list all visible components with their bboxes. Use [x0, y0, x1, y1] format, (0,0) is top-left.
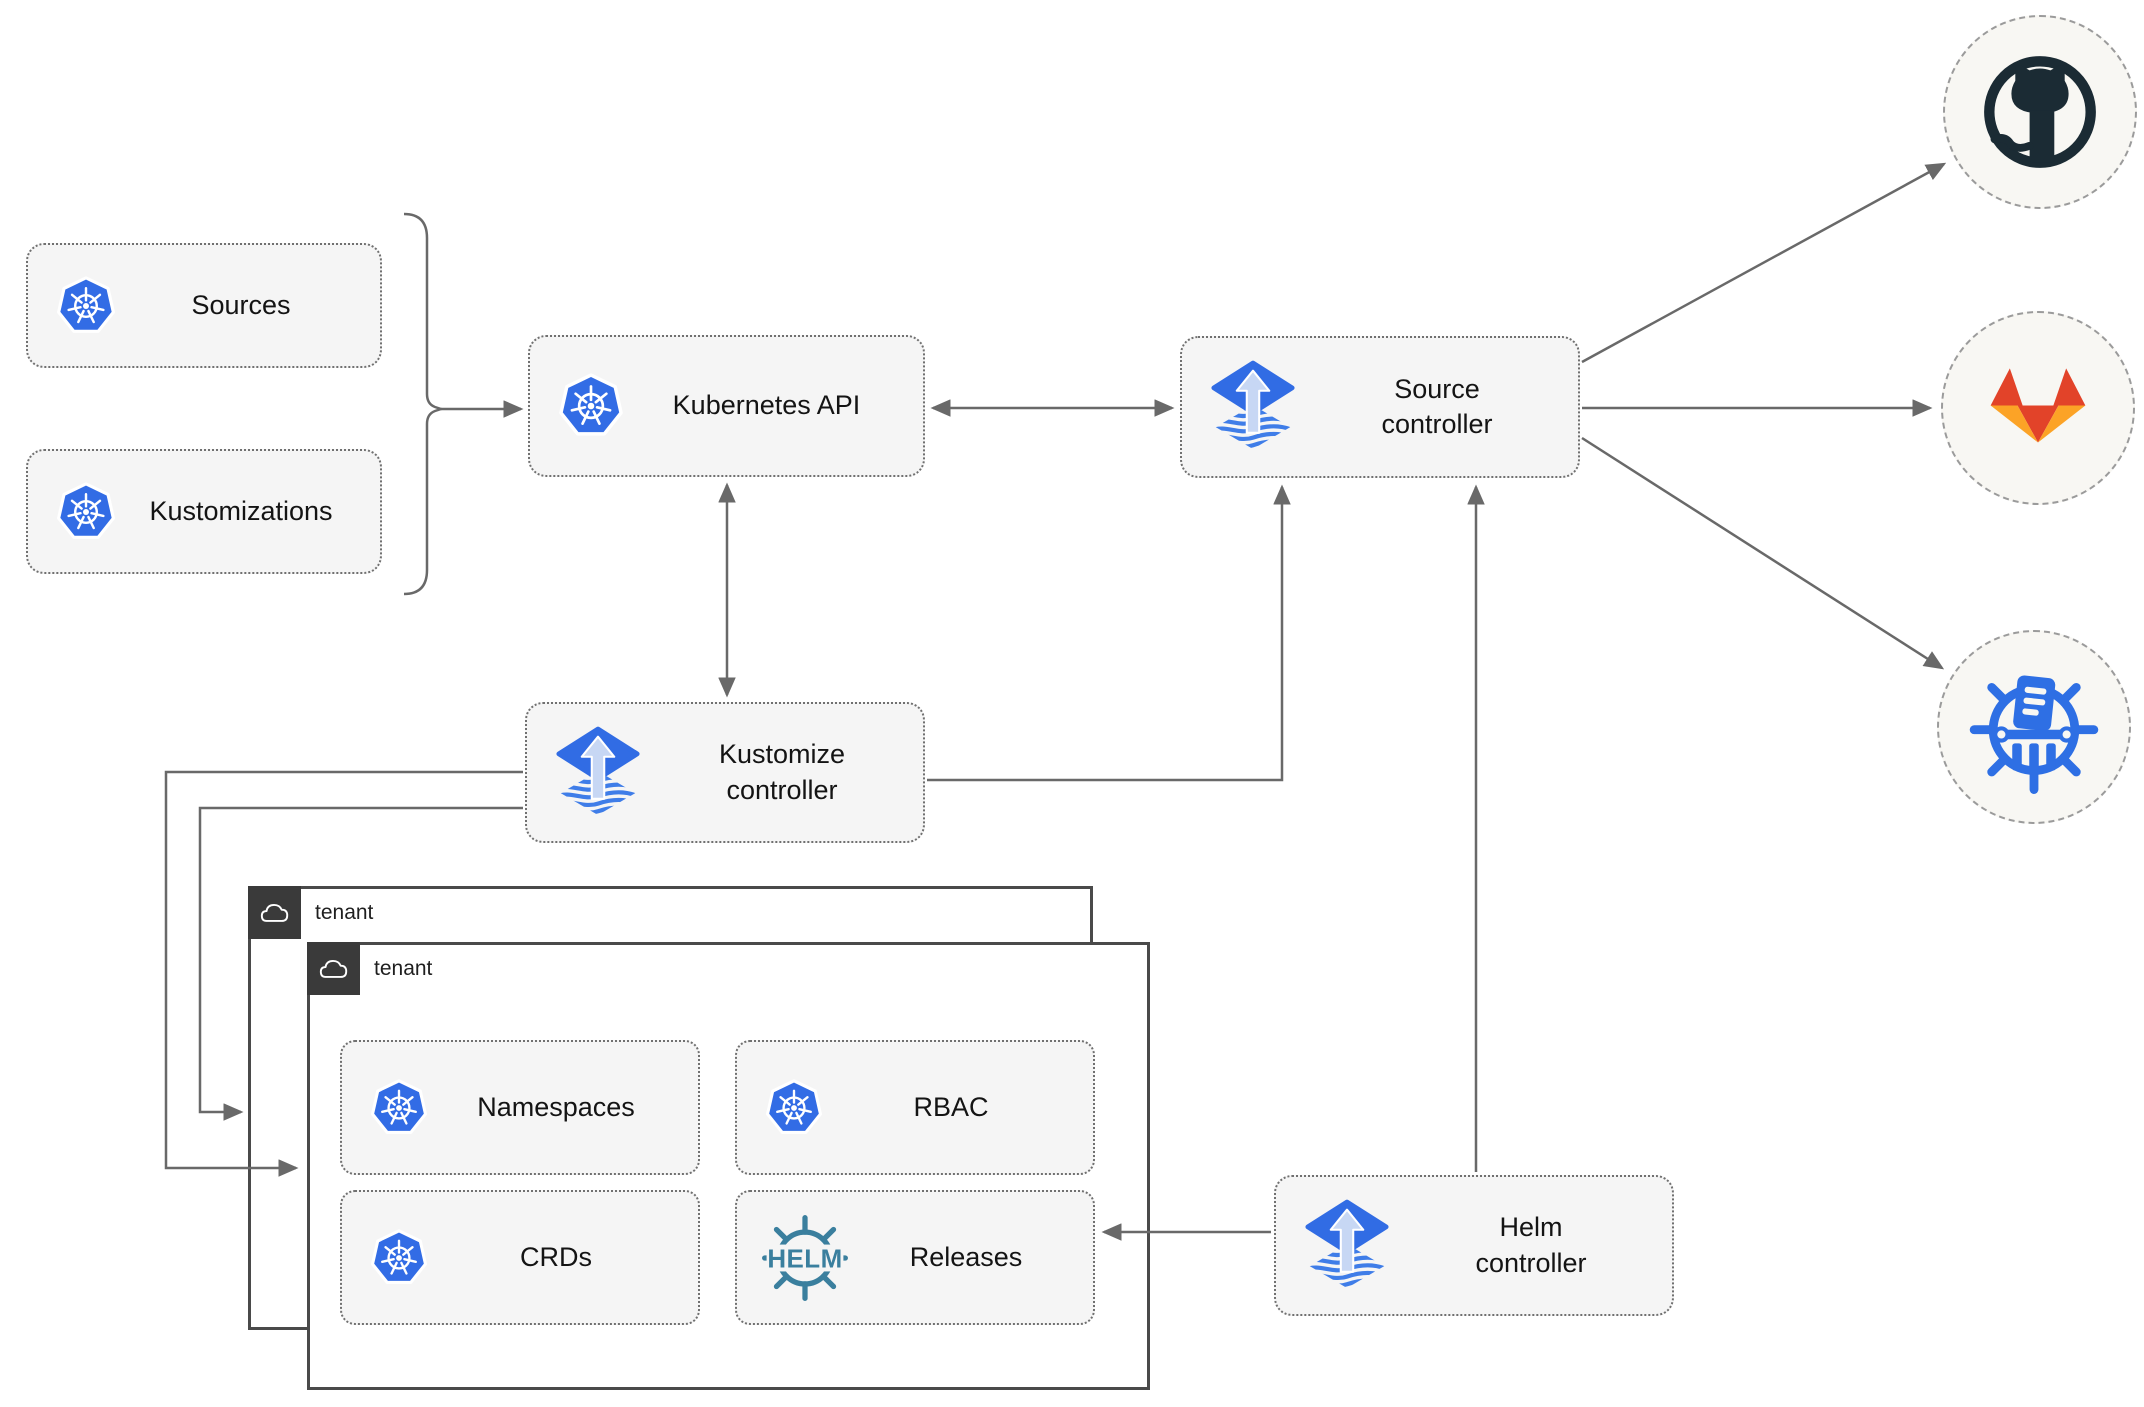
helm-icon: HELM: [762, 1214, 848, 1301]
kubernetes-icon: [765, 1078, 823, 1138]
sources-group-brace: [403, 212, 445, 596]
rbac-label: RBAC: [913, 1091, 989, 1122]
releases-node: HELM Releases: [735, 1190, 1095, 1325]
kustomizations-label: Kustomizations: [149, 495, 333, 526]
kubernetes-api-node: Kubernetes API: [528, 335, 925, 477]
cloud-icon: [318, 957, 350, 980]
flux-icon: [1304, 1198, 1390, 1294]
helm-wordmark: HELM: [767, 1245, 842, 1273]
edge-source-to-github: [1581, 162, 1947, 364]
tenant-header: [248, 886, 301, 939]
source-controller-label: Source controller: [1381, 373, 1493, 439]
kustomizations-node: Kustomizations: [26, 449, 382, 574]
sources-node: Sources: [26, 243, 382, 368]
edge-kustomize-to-source-controller: [927, 484, 1291, 782]
helm-controller-label: Helm controller: [1475, 1212, 1587, 1278]
source-controller-node: Source controller: [1180, 336, 1580, 478]
edge-source-to-chartmuseum: [1581, 436, 1945, 670]
cloud-icon: [259, 901, 291, 924]
sources-label: Sources: [191, 289, 291, 320]
flux-icon: [555, 725, 641, 821]
crds-node: CRDs: [340, 1190, 700, 1325]
kubernetes-icon: [56, 481, 116, 543]
kustomize-controller-node: Kustomize controller: [525, 702, 925, 843]
kubernetes-icon: [558, 372, 624, 440]
gitlab-endpoint: [1941, 311, 2135, 505]
rbac-node: RBAC: [735, 1040, 1095, 1175]
kustomize-controller-label: Kustomize controller: [718, 739, 846, 805]
namespaces-label: Namespaces: [477, 1091, 635, 1122]
tenant-label: tenant: [315, 900, 374, 924]
github-icon: [1975, 47, 2105, 177]
flux-icon: [1210, 359, 1296, 455]
crds-label: CRDs: [520, 1241, 592, 1272]
gitlab-icon: [1974, 344, 2102, 472]
chartmuseum-icon: [1966, 659, 2102, 795]
kubernetes-icon: [370, 1078, 428, 1138]
kubernetes-api-label: Kubernetes API: [672, 390, 861, 421]
namespaces-node: Namespaces: [340, 1040, 700, 1175]
chartmuseum-endpoint: [1937, 630, 2131, 824]
releases-label: Releases: [909, 1241, 1023, 1272]
kubernetes-icon: [370, 1228, 428, 1288]
tenant-label: tenant: [374, 956, 433, 980]
kubernetes-icon: [56, 275, 116, 337]
tenant-header: [307, 942, 360, 995]
github-endpoint: [1943, 15, 2137, 209]
helm-controller-node: Helm controller: [1274, 1175, 1674, 1316]
